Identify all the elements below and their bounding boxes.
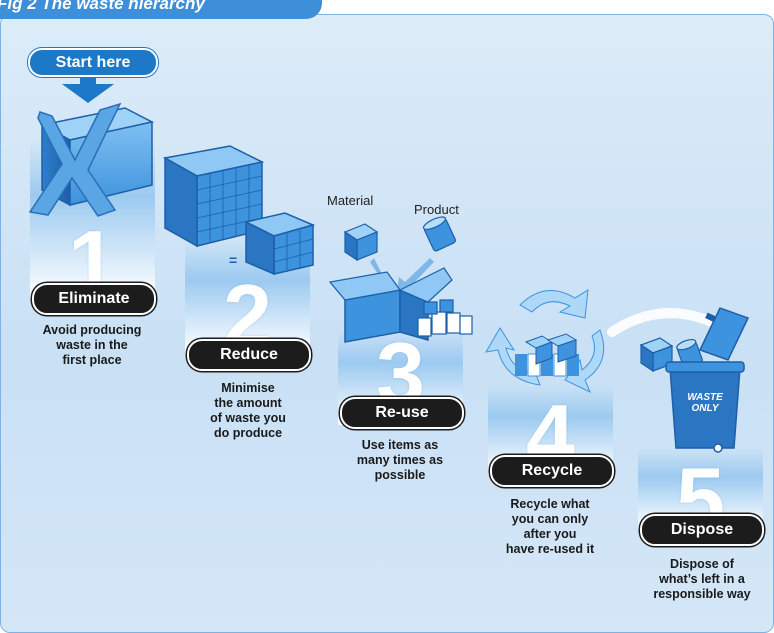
cans-icon xyxy=(417,299,473,337)
arc-arrow-icon xyxy=(607,308,717,337)
recycle-symbol-icon xyxy=(485,289,605,394)
reduce-description: Minimise the amount of waste you do prod… xyxy=(210,381,286,440)
product-label: Product xyxy=(414,202,459,217)
reduce-cubes-icon xyxy=(162,145,316,276)
bin-text: WASTE ONLY xyxy=(676,392,734,414)
figure-title-text: Fig 2 The waste hierarchy xyxy=(0,0,205,13)
waste-bin-icon xyxy=(639,307,750,453)
bin-text-line1: WASTE xyxy=(687,392,723,403)
recycle-label: Recycle xyxy=(490,455,614,487)
reduce-equals-sign: = xyxy=(229,252,238,268)
figure-title: Fig 2 The waste hierarchy xyxy=(0,0,322,19)
reuse-label: Re-use xyxy=(340,397,464,429)
bin-text-line2: ONLY xyxy=(691,403,719,414)
reduce-label: Reduce xyxy=(187,339,311,371)
recycle-description: Recycle what you can only after you have… xyxy=(505,497,595,556)
start-here-badge: Start here xyxy=(28,48,158,77)
reuse-description: Use items as many times as possible xyxy=(356,438,444,482)
material-label: Material xyxy=(327,193,374,208)
down-arrow-icon xyxy=(62,74,114,103)
dispose-label: Dispose xyxy=(640,514,764,546)
crossed-box-icon xyxy=(28,102,155,217)
eliminate-description: Avoid producing waste in the first place xyxy=(42,323,142,367)
eliminate-label: Eliminate xyxy=(32,283,156,315)
dispose-description: Dispose of what’s left in a responsible … xyxy=(653,557,751,601)
reuse-box-icon xyxy=(328,216,473,343)
